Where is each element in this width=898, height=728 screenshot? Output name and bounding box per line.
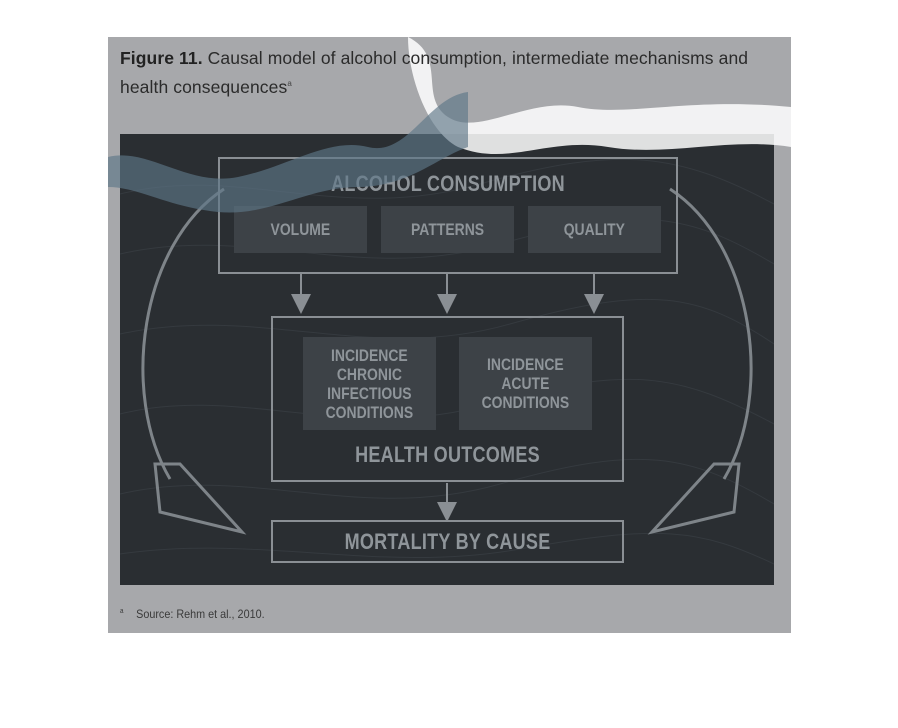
acute-conditions-box: Incidence acute conditions	[459, 337, 592, 430]
chronic-conditions-box: Incidence chronic infectious conditions	[303, 337, 436, 430]
figure-panel: Alcohol consumption Volume Patterns Qual…	[108, 37, 791, 633]
mortality-title: Mortality by cause	[344, 528, 551, 554]
patterns-box: Patterns	[381, 206, 514, 253]
volume-box: Volume	[234, 206, 367, 253]
volume-label: Volume	[270, 220, 331, 239]
figure-label: Figure 11.	[120, 48, 203, 68]
quality-box: Quality	[528, 206, 661, 253]
quality-label: Quality	[563, 220, 626, 239]
footnote-marker: a	[120, 608, 124, 615]
chronic-conditions-label: Incidence chronic infectious conditions	[325, 345, 414, 422]
caption-marker: a	[287, 79, 292, 88]
footnote: a Source: Rehm et al., 2010.	[120, 607, 265, 621]
health-outcomes-title: Health outcomes	[355, 442, 540, 467]
left-feedback-arrow	[141, 187, 247, 535]
right-feedback-arrow	[647, 187, 753, 535]
health-outcomes-box: Health outcomes	[271, 316, 624, 482]
patterns-label: Patterns	[410, 220, 485, 239]
mortality-box: Mortality by cause	[271, 520, 624, 563]
diagram-graphics	[120, 158, 774, 565]
acute-conditions-label: Incidence acute conditions	[481, 355, 570, 412]
connector-arrows	[291, 274, 604, 522]
wave-overlay	[108, 37, 791, 213]
footnote-text: Source: Rehm et al., 2010.	[136, 607, 265, 621]
caption-text: Causal model of alcohol consumption, int…	[120, 48, 749, 97]
figure-caption: Figure 11. Causal model of alcohol consu…	[120, 46, 782, 100]
